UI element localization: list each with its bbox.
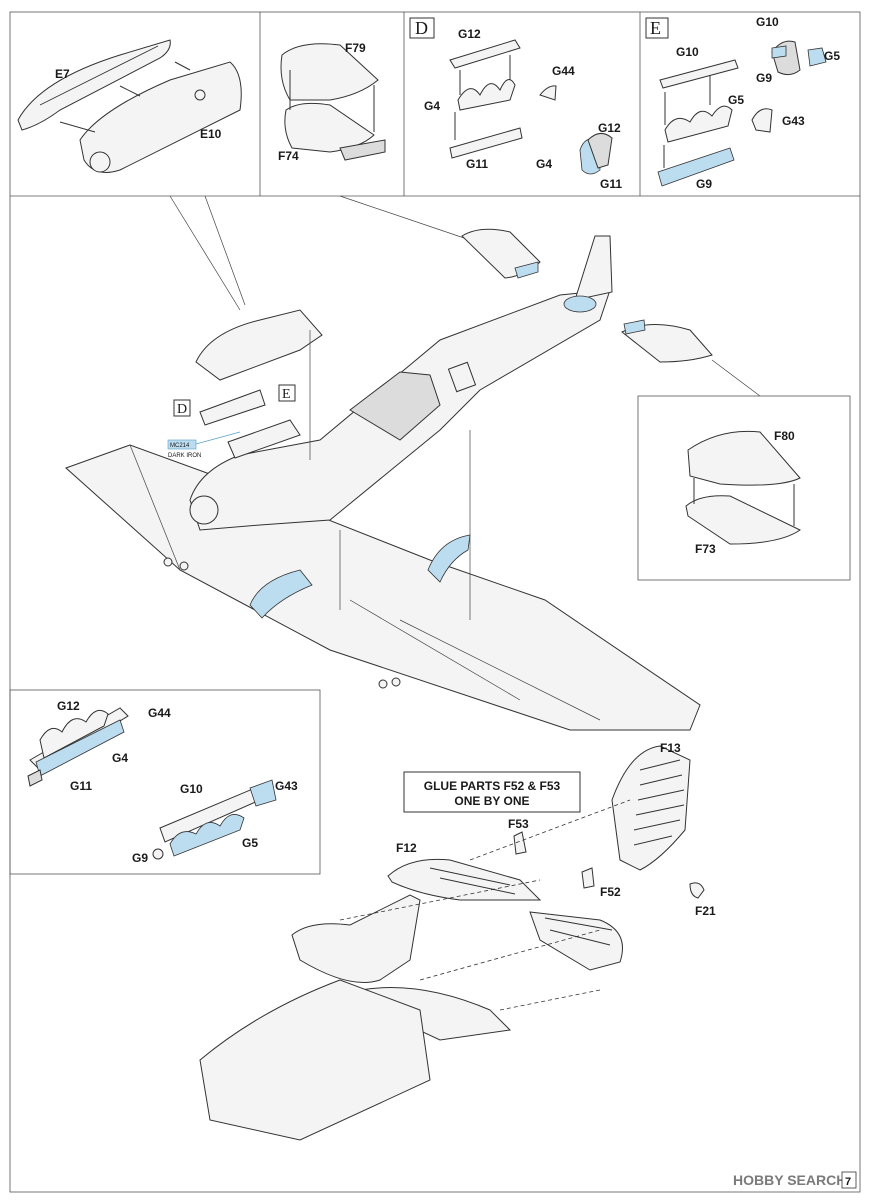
main-box-label-e: E xyxy=(282,387,291,402)
page-frame xyxy=(9,11,861,1193)
label-b-g43: G43 xyxy=(275,779,298,793)
label-e-g5: G5 xyxy=(728,93,744,107)
label-b-g11: G11 xyxy=(70,779,92,793)
label-b-g5: G5 xyxy=(242,836,258,850)
main-aircraft-assembly: D E MC214 DARK IRON xyxy=(65,228,713,731)
label-e-g9b: G9 xyxy=(756,71,772,85)
panel-bottom-left-detail: G12 G44 G4 G11 G10 G43 G5 G9 xyxy=(9,689,321,875)
label-e7: E7 xyxy=(55,67,70,81)
label-b-g10: G10 xyxy=(180,782,203,796)
label-e10: E10 xyxy=(200,127,222,141)
color-callout-code: MC214 xyxy=(170,443,190,449)
label-d-g12b: G12 xyxy=(598,121,621,135)
label-f79: F79 xyxy=(345,41,366,55)
label-f80: F80 xyxy=(774,429,795,443)
label-e-g9: G9 xyxy=(696,177,712,191)
box-label-d: D xyxy=(415,18,428,38)
glue-note-box xyxy=(403,771,581,813)
label-f74: F74 xyxy=(278,149,299,163)
label-d-g4: G4 xyxy=(424,99,440,113)
label-f53: F53 xyxy=(508,817,529,831)
page-number-box xyxy=(841,1171,857,1189)
label-b-g4: G4 xyxy=(112,751,128,765)
page-number: 7 xyxy=(845,1176,851,1188)
panel-hatch-detail: F79 F74 xyxy=(278,41,386,163)
callout-line-3 xyxy=(339,195,471,241)
panel-subassembly-d: D G12 G44 G4 G11 G12 G4 G11 xyxy=(409,17,622,191)
label-d-g11: G11 xyxy=(466,157,488,171)
main-box-label-d: D xyxy=(177,402,187,417)
label-d-g11b: G11 xyxy=(600,177,622,191)
label-e-g10b: G10 xyxy=(756,15,779,29)
label-b-g9: G9 xyxy=(132,851,148,865)
panel-f80-f73-detail: F80 F73 xyxy=(637,359,851,581)
panel-cowling-detail: E7 E10 xyxy=(17,39,242,173)
label-b-g12: G12 xyxy=(57,699,80,713)
callout-line-1 xyxy=(169,195,241,311)
label-d-g4b: G4 xyxy=(536,157,552,171)
label-f73: F73 xyxy=(695,542,716,556)
label-f13: F13 xyxy=(660,741,681,755)
color-callout-name: DARK IRON xyxy=(168,453,201,459)
glue-note-line1: GLUE PARTS F52 & F53 xyxy=(424,779,561,793)
label-e-g10: G10 xyxy=(676,45,699,59)
label-f12: F12 xyxy=(396,841,417,855)
glue-note-line2: ONE BY ONE xyxy=(454,794,529,808)
label-f52: F52 xyxy=(600,885,621,899)
callout-line-2 xyxy=(204,195,246,306)
panel-subassembly-e: E G10 G5 G43 G9 G10 G9 G5 xyxy=(645,15,840,191)
label-e-g43: G43 xyxy=(782,114,805,128)
box-label-e: E xyxy=(650,18,661,38)
label-d-g44: G44 xyxy=(552,64,575,78)
label-e-g5b: G5 xyxy=(824,49,840,63)
tail-assembly: GLUE PARTS F52 & F53 ONE BY ONE F12 F53 xyxy=(199,741,716,1141)
label-d-g12: G12 xyxy=(458,27,481,41)
label-b-g44: G44 xyxy=(148,706,171,720)
label-f21: F21 xyxy=(695,904,716,918)
watermark-text: HOBBY SEARCH xyxy=(733,1172,846,1188)
